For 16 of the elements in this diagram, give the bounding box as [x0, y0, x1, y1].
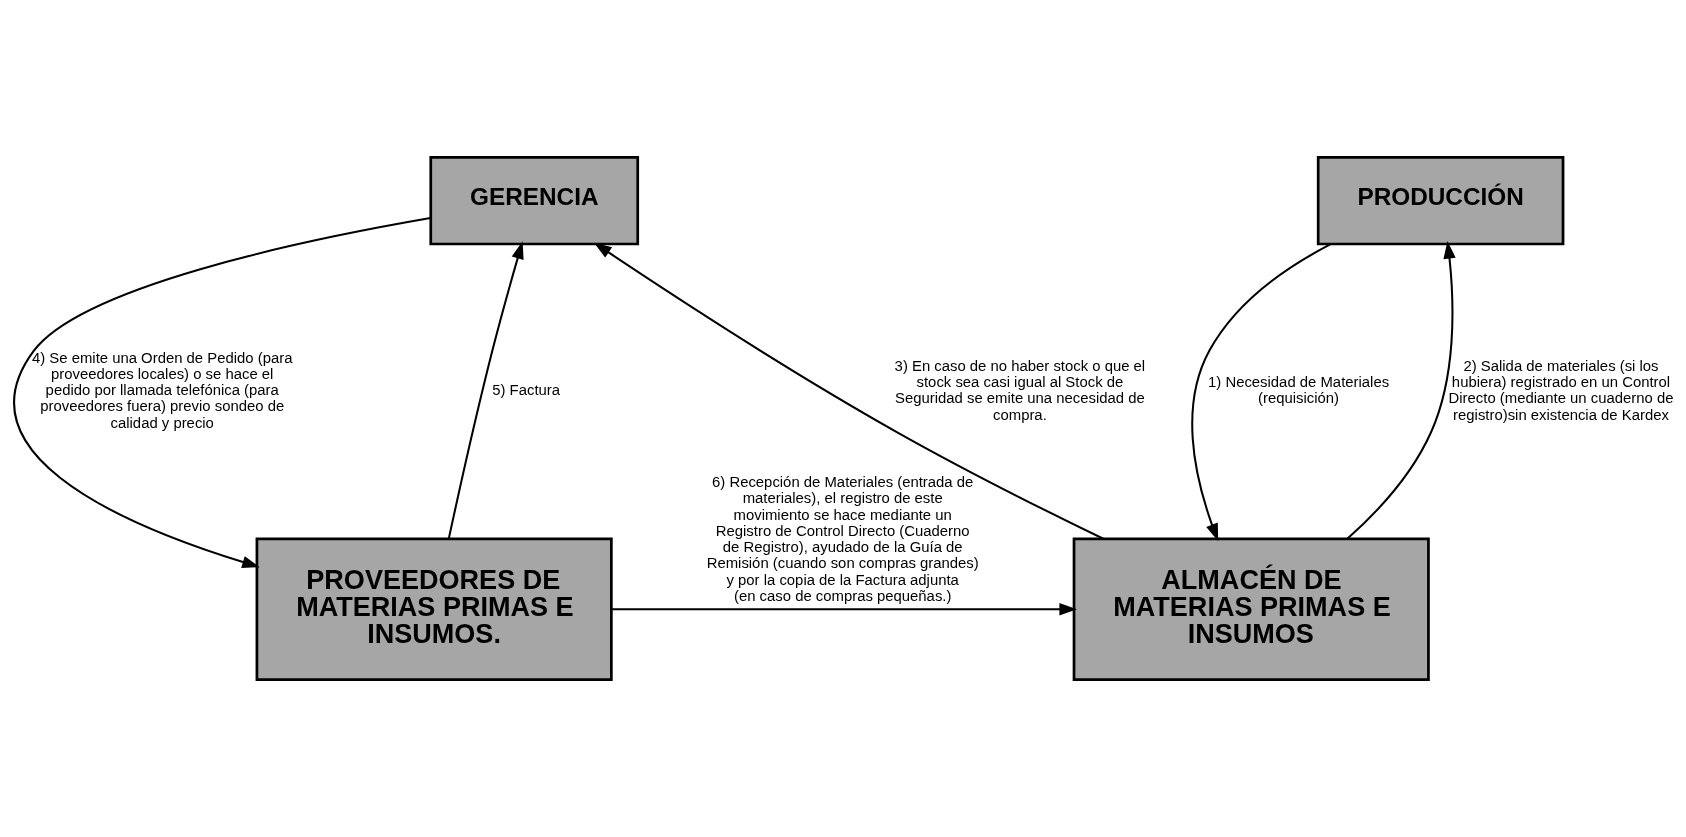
edge-label: 5) Factura — [492, 382, 561, 399]
arrow — [1346, 240, 1456, 540]
node-box: GERENCIA — [429, 156, 640, 246]
edge-label: 2) Salida de materiales (si los hubiera) registrado en un Control Directo (mediante un cuaderno de registro)sin existencia de Kardex — [1448, 357, 1674, 423]
node-box: PRODUCCIÓN — [1316, 156, 1565, 246]
node-box: PROVEEDORES DE MATERIAS PRIMAS E INSUMOS. — [255, 537, 613, 681]
edge-label: 6) Recepción de Materiales (entrada de materiales), el registro de este movimiento se hace mediante un Registro de Control Directo (Cuaderno de Registro), ayudado de la Guía de Remisión (cuando son compras grandes) y por la copia de la Factura adjunta (en caso de compras pequeñas.) — [706, 474, 979, 604]
arrow — [13, 217, 431, 568]
arrow — [1191, 243, 1332, 542]
edge-label: 1) Necesidad de Materiales (requisición) — [1208, 374, 1390, 407]
arrow — [594, 242, 1104, 540]
edge-label: 3) En caso de no haber stock o que el stock sea casi igual al Stock de Seguridad se emite una necesidad de compra. — [894, 357, 1146, 423]
edge-label: 4) Se emite una Orden de Pedido (para proveedores locales) o se hace el pedido por llamada telefónica (para proveedores fuera) previo sondeo de calidad y precio — [31, 349, 293, 431]
node-box: ALMACÉN DE MATERIAS PRIMAS E INSUMOS — [1072, 537, 1430, 681]
arrow — [611, 603, 1077, 616]
arrow — [447, 241, 524, 539]
